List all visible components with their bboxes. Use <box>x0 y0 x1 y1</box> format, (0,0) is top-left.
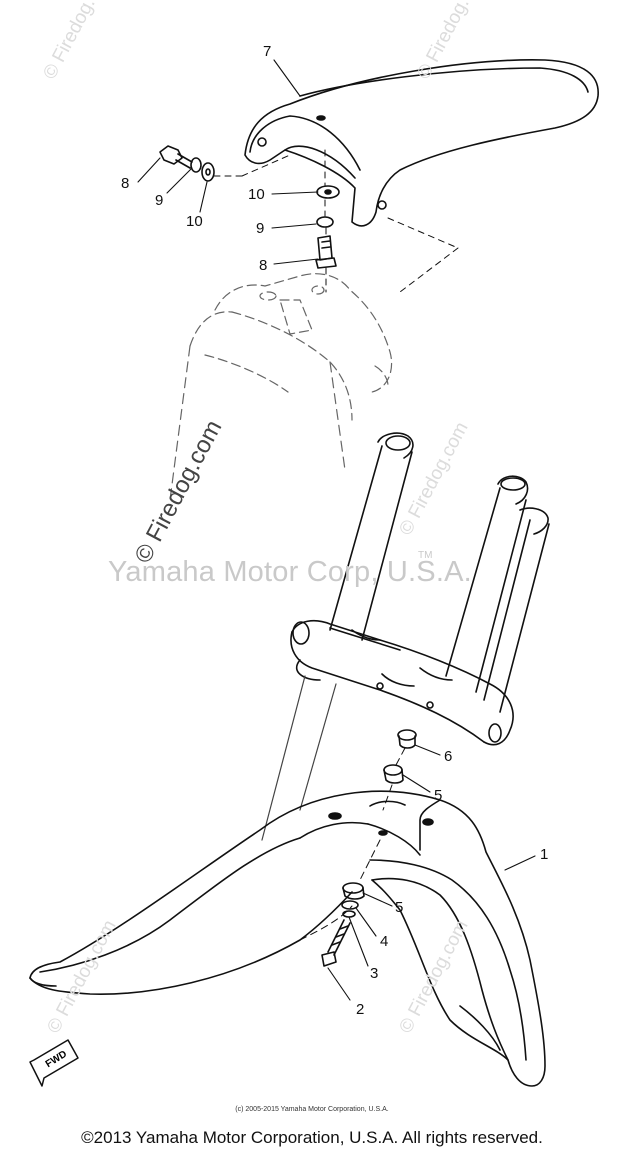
yamaha-watermark: Yamaha Motor Corp, U.S.A. <box>108 556 472 588</box>
front-fender-part-1 <box>29 790 546 1087</box>
callout-1: 1 <box>540 846 549 863</box>
lower-dashed-leaders <box>359 747 406 881</box>
callout-10-center: 10 <box>248 186 265 203</box>
trademark-mark: TM <box>418 550 433 561</box>
footer-copyright: ©2013 Yamaha Motor Corporation, U.S.A. A… <box>81 1128 543 1147</box>
upper-left-hardware <box>159 145 215 182</box>
callout-leaders <box>137 59 536 1001</box>
upper-center-hardware <box>315 185 340 269</box>
upper-fender-part-7 <box>244 59 599 227</box>
callout-8-left: 8 <box>121 175 130 192</box>
callout-2: 2 <box>356 1001 365 1018</box>
fork-tubes <box>329 432 550 713</box>
callout-5-upper: 5 <box>434 787 443 804</box>
lower-triple-clamp <box>261 619 514 841</box>
callout-6: 6 <box>444 748 453 765</box>
callout-9-left: 9 <box>155 192 164 209</box>
upper-triple-clamp <box>169 273 393 501</box>
callout-4: 4 <box>380 933 389 950</box>
callout-8-center: 8 <box>259 257 268 274</box>
callout-3: 3 <box>370 965 379 982</box>
mounting-spacers <box>321 729 417 967</box>
callout-10-left: 10 <box>186 213 203 230</box>
upper-dashed-leaders <box>213 149 459 293</box>
callout-7: 7 <box>263 43 272 60</box>
callout-5-lower: 5 <box>395 899 404 916</box>
small-copyright: (c) 2005-2015 Yamaha Motor Corporation, … <box>235 1106 389 1113</box>
callout-9-center: 9 <box>256 220 265 237</box>
fwd-arrow-icon <box>29 1039 79 1087</box>
